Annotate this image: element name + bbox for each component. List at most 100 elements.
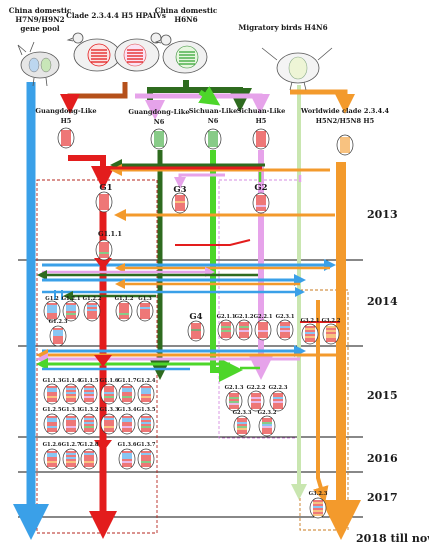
genotype-labels: G1 G3 G2 G1.1.1 G1.2 G1.2.1 G1.2.2 G1.1.… — [45, 183, 341, 325]
g135-label: G1.3.5 — [137, 407, 156, 413]
segment-badge — [43, 448, 61, 470]
segment-badge — [137, 448, 155, 470]
g12-label: G1.2 — [45, 296, 59, 302]
g132-label: G1.3.2 — [80, 407, 99, 413]
segment-badge — [136, 300, 154, 322]
segment-badge — [217, 319, 235, 341]
genotype-labels-2015: G1.1.3 G1.1.4 G1.1.5 G1.1.6 G1.1.7 G1.2.… — [43, 378, 328, 497]
g321-label: G3.2.1 — [301, 318, 320, 324]
g233-label: G2.3.3 — [233, 410, 252, 416]
segment-badge — [269, 390, 287, 412]
source-headers: China domestic H7N9/H9N2 gene pool Clade… — [9, 6, 328, 33]
guangdong-h5-line1: Guangdong-Like — [35, 107, 96, 115]
segment-badges — [43, 127, 354, 519]
segment-badge — [62, 448, 80, 470]
segment-badge — [235, 319, 253, 341]
g323-label: G3.2.3 — [309, 491, 328, 497]
g123-label: G1.2.3 — [49, 319, 68, 325]
g212-label: G2.1.2 — [235, 314, 254, 320]
g126-label: G1.2.6 — [43, 442, 62, 448]
segment-badge — [62, 300, 80, 322]
guangdong-n6-line2: N6 — [154, 118, 165, 126]
green-trunk — [210, 150, 243, 382]
g131-label: G1.3.1 — [62, 407, 81, 413]
g111-label: G1.1.1 — [98, 230, 122, 238]
segment-badge — [100, 413, 118, 435]
g221-label: G2.2.1 — [254, 314, 273, 320]
g231-label: G2.3.1 — [276, 314, 295, 320]
g3-label: G3 — [173, 185, 186, 195]
china-h7n9-line1: China domestic — [9, 6, 72, 15]
clade-2344-header: Clade 2.3.4.4 H5 HPAIVs — [66, 11, 166, 20]
source-icon-duck-green — [154, 34, 208, 74]
segment-badge — [171, 192, 189, 214]
segment-badge — [43, 413, 61, 435]
g116-label: G1.1.6 — [100, 378, 119, 384]
segment-badge — [62, 413, 80, 435]
g113-label: G1.1.3 — [43, 378, 62, 384]
source-icon-migratory-bird — [261, 47, 333, 91]
segment-badge — [252, 128, 270, 150]
source-stripes — [91, 49, 195, 65]
china-h6n6-line1: China domestic — [155, 6, 218, 15]
segment-badge — [62, 383, 80, 405]
horizontal-arrows — [36, 155, 340, 371]
g133-label: G1.3.3 — [100, 407, 119, 413]
segment-badge — [150, 128, 168, 150]
g322-label: G3.2.2 — [322, 318, 341, 324]
sichuan-h5-line2: H5 — [256, 117, 267, 125]
g1-label: G1 — [99, 183, 112, 193]
segment-badge — [258, 415, 276, 437]
guangdong-h5-line2: H5 — [61, 117, 72, 125]
sichuan-h5-line1: Sichuan-Like — [237, 107, 286, 115]
segment-badge — [80, 383, 98, 405]
segment-badge — [336, 134, 354, 156]
year-2016: 2016 — [367, 452, 398, 465]
g125-label: G1.2.5 — [43, 407, 62, 413]
orange-inner — [313, 300, 329, 503]
g222-label: G2.2.2 — [247, 385, 266, 391]
segment-badge — [309, 497, 327, 519]
worldwide-line1: Worldwide clade 2.3.4.4 — [300, 107, 390, 115]
g134-label: G1.3.4 — [118, 407, 137, 413]
migratory-header: Migratory birds H4N6 — [238, 23, 327, 32]
year-2018-till-now: 2018 till now — [356, 532, 429, 545]
g136-label: G1.3.6 — [118, 442, 137, 448]
china-h6n6-line2: H6N6 — [174, 15, 197, 24]
year-labels: 2013 2014 2015 2016 2017 2018 till now — [356, 208, 429, 545]
segment-badge — [301, 323, 319, 345]
red-arrowheads — [94, 258, 112, 452]
year-2015: 2015 — [367, 389, 398, 402]
segment-badge — [100, 383, 118, 405]
china-h7n9-line2: H7N9/H9N2 — [15, 15, 64, 24]
segment-badge — [95, 239, 113, 261]
g137-label: G1.3.7 — [137, 442, 156, 448]
segment-badge — [83, 300, 101, 322]
g122-label: G1.2.2 — [83, 296, 102, 302]
china-h7n9-line3: gene pool — [20, 24, 60, 33]
source-icon-duck-pink — [114, 32, 168, 72]
segment-badge — [80, 448, 98, 470]
g117-label: G1.1.7 — [118, 378, 137, 384]
source-icon-duck-red — [66, 32, 121, 72]
segment-badge — [118, 413, 136, 435]
lineage-labels: Guangdong-Like H5 Guangdong-Like N6 Sich… — [35, 107, 389, 126]
g13-label: G1.3 — [138, 296, 152, 302]
segment-badge — [137, 383, 155, 405]
worldwide-line2: H5N2/H5N8 H5 — [316, 117, 375, 125]
g4-label: G4 — [189, 312, 202, 322]
segment-badge — [254, 319, 272, 341]
segment-badge — [49, 325, 67, 347]
segment-badge — [57, 127, 75, 149]
year-2013: 2013 — [367, 208, 398, 221]
segment-badge — [43, 383, 61, 405]
g2-label: G2 — [254, 183, 267, 193]
g213-label: G2.1.3 — [225, 385, 244, 391]
segment-badge — [204, 128, 222, 150]
segment-badge — [233, 415, 251, 437]
source-arrows — [60, 80, 355, 120]
segment-badge — [187, 320, 205, 342]
segment-badge — [43, 300, 61, 322]
g223-label: G2.2.3 — [269, 385, 288, 391]
